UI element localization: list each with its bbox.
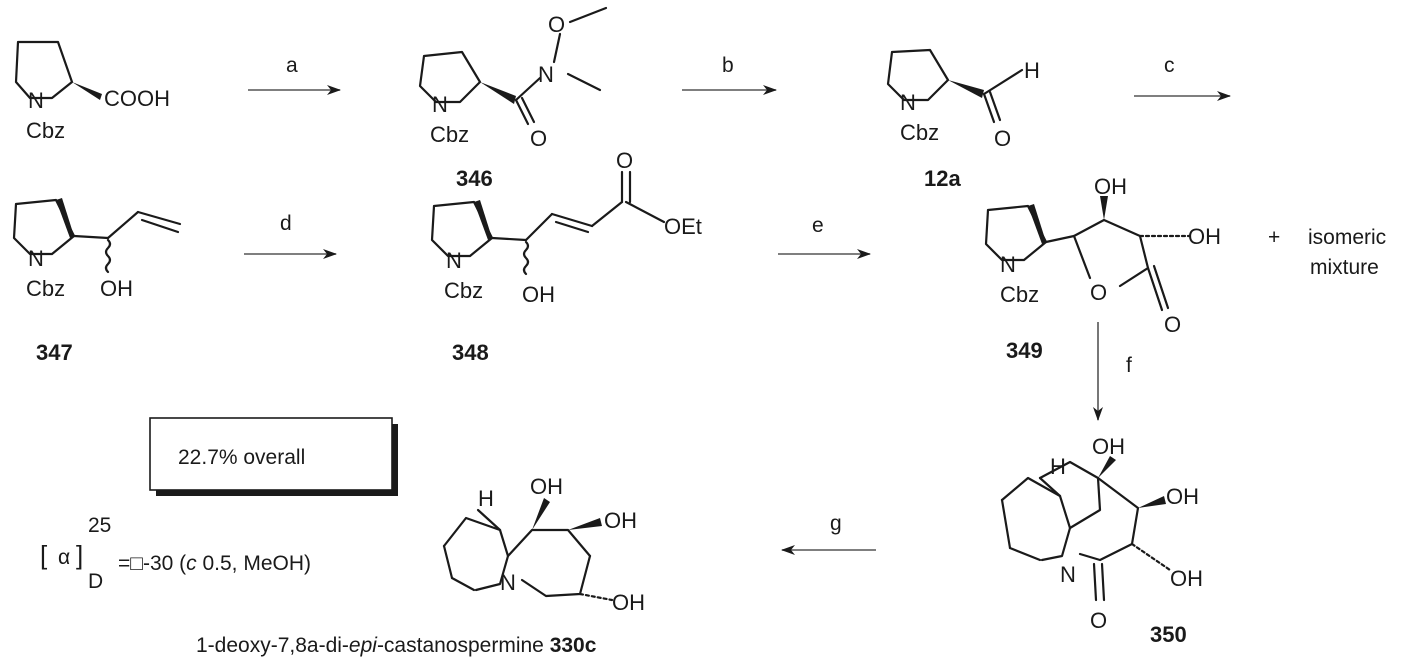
- step-g: g: [781, 512, 876, 555]
- atom-oh-8: OH: [1092, 434, 1125, 459]
- atom-oet: OEt: [664, 214, 702, 239]
- atom-cbz: Cbz: [430, 122, 469, 147]
- product-name-part2: -castanospermine: [377, 634, 550, 657]
- step-e: e: [778, 214, 871, 259]
- compound-12a: H O N Cbz 12a: [886, 48, 1040, 191]
- reagent-f: f: [1126, 354, 1132, 377]
- atom-o-aldehyde: O: [994, 126, 1011, 151]
- atom-o-methoxy: O: [548, 12, 565, 37]
- product-name-part1: 1-deoxy-7,8a-di-: [196, 634, 349, 657]
- step-a: a: [248, 54, 341, 95]
- rotation-conditions: 0.5, MeOH): [197, 552, 311, 575]
- rotation-alpha: α: [58, 546, 70, 569]
- rotation-value-main: =□-30 (: [118, 552, 186, 575]
- label-346: 346: [456, 166, 493, 191]
- atom-n: N: [28, 88, 44, 113]
- step-b: b: [682, 54, 777, 95]
- atom-cooh: COOH: [104, 86, 170, 111]
- reagent-d: d: [280, 212, 292, 235]
- atom-n: N: [500, 570, 516, 595]
- step-d: d: [244, 212, 337, 259]
- atom-n: N: [446, 248, 462, 273]
- step-f: f: [1093, 322, 1132, 421]
- rotation-wavelength: D: [88, 570, 103, 593]
- atom-o-carbonyl: O: [530, 126, 547, 151]
- product-name-epi: epi: [349, 634, 378, 657]
- atom-n: N: [432, 92, 448, 117]
- isomeric-text: isomeric: [1308, 226, 1386, 249]
- bracket-right: ]: [76, 540, 83, 570]
- rotation-value: =□-30 (c 0.5, MeOH): [118, 552, 311, 575]
- atom-n: N: [900, 90, 916, 115]
- atom-oh-3: OH: [1094, 174, 1127, 199]
- compound-330c: H OH OH OH N: [442, 474, 645, 615]
- reagent-b: b: [722, 54, 734, 77]
- start-material-cbz-proline: COOH N Cbz: [14, 40, 170, 143]
- atom-cbz: Cbz: [444, 278, 483, 303]
- compound-347: N Cbz OH 347: [12, 198, 182, 365]
- compound-350: H OH OH OH N O 350: [1000, 434, 1203, 647]
- reagent-c: c: [1164, 54, 1175, 77]
- atom-oh-7: OH: [604, 508, 637, 533]
- yield-box: 22.7% overall: [149, 417, 398, 496]
- label-347: 347: [36, 340, 73, 365]
- atom-cbz: Cbz: [1000, 282, 1039, 307]
- atom-n: N: [1060, 562, 1076, 587]
- atom-oh-8: OH: [530, 474, 563, 499]
- atom-h-aldehyde: H: [1024, 58, 1040, 83]
- atom-o-ester: O: [616, 148, 633, 173]
- plus-sign: +: [1268, 226, 1280, 249]
- side-product: + isomeric mixture: [1268, 226, 1386, 279]
- label-349: 349: [1006, 338, 1043, 363]
- label-350: 350: [1150, 622, 1187, 647]
- compound-348: O OEt N Cbz OH 348: [430, 148, 702, 365]
- atom-oh-2: OH: [1188, 224, 1221, 249]
- label-348: 348: [452, 340, 489, 365]
- atom-n: N: [1000, 252, 1016, 277]
- atom-oh: OH: [522, 282, 555, 307]
- reagent-a: a: [286, 54, 298, 77]
- atom-o-ring: O: [1090, 280, 1107, 305]
- label-330c: 330c: [550, 634, 597, 657]
- atom-cbz: Cbz: [26, 118, 65, 143]
- atom-oh: OH: [100, 276, 133, 301]
- atom-o-carbonyl: O: [1164, 312, 1181, 337]
- reagent-e: e: [812, 214, 824, 237]
- atom-oh-6: OH: [612, 590, 645, 615]
- atom-o-lactam: O: [1090, 608, 1107, 633]
- rotation-c: c: [186, 552, 197, 575]
- label-12a: 12a: [924, 166, 961, 191]
- atom-cbz: Cbz: [900, 120, 939, 145]
- atom-n: N: [28, 246, 44, 271]
- atom-n-amide: N: [538, 62, 554, 87]
- reagent-g: g: [830, 512, 842, 535]
- atom-cbz: Cbz: [26, 276, 65, 301]
- step-c: c: [1134, 54, 1231, 101]
- bracket-left: [: [40, 540, 48, 570]
- mixture-text: mixture: [1310, 256, 1379, 279]
- atom-oh-7: OH: [1166, 484, 1199, 509]
- compound-346: N O O N Cbz 346: [418, 6, 608, 191]
- yield-text: 22.7% overall: [178, 446, 305, 469]
- optical-rotation: [ α ] 25 D =□-30 (c 0.5, MeOH): [40, 514, 311, 593]
- rotation-temperature: 25: [88, 514, 111, 537]
- atom-h: H: [478, 486, 494, 511]
- product-name: 1-deoxy-7,8a-di-epi-castanospermine 330c: [196, 634, 597, 657]
- atom-h: H: [1050, 454, 1066, 479]
- compound-349: OH OH O O N Cbz 349: [984, 174, 1221, 363]
- atom-oh-6: OH: [1170, 566, 1203, 591]
